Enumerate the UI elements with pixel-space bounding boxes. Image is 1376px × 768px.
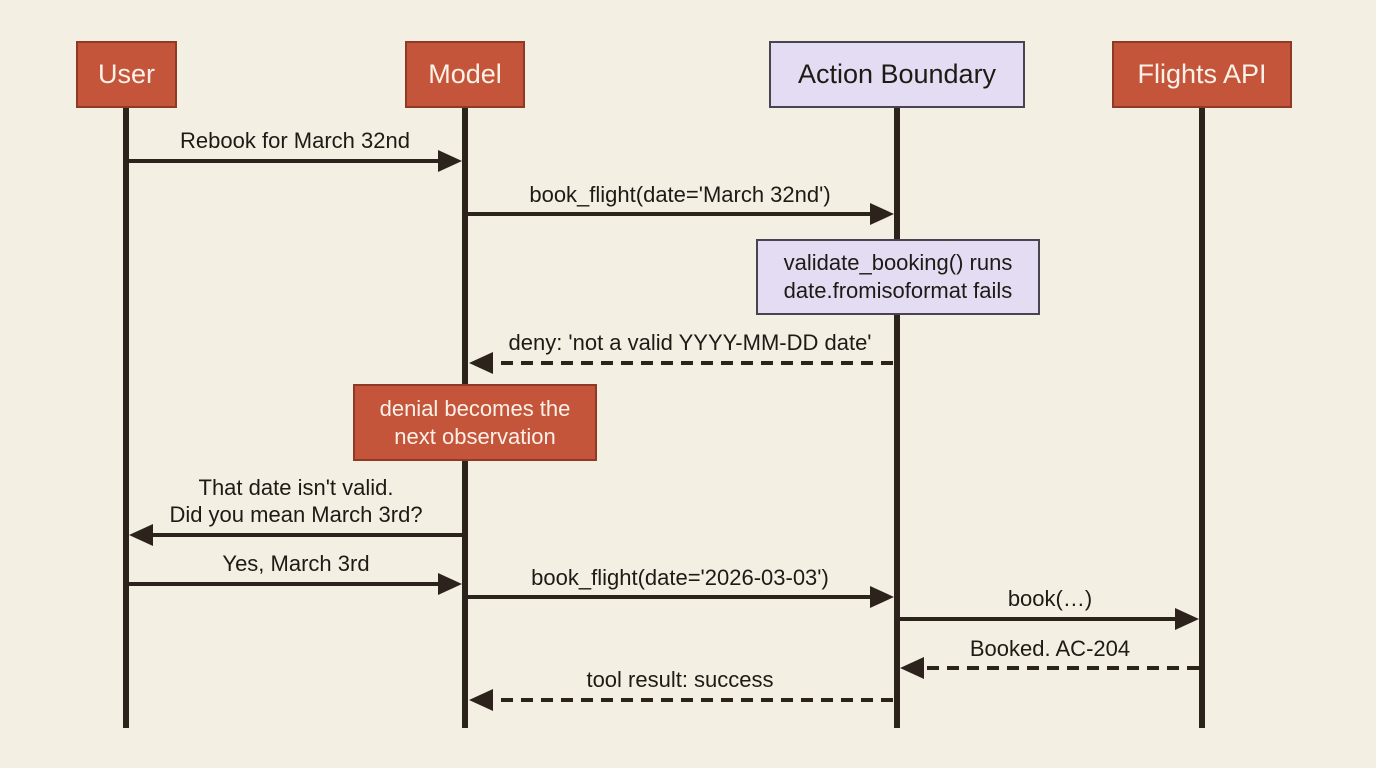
arrow-m3: [469, 352, 893, 374]
arrow-m6: [468, 586, 894, 608]
user-lifeline: [123, 108, 129, 728]
boundary-lifeline: [894, 108, 900, 728]
arrow-m7: [900, 608, 1199, 630]
message-m7-label: book(…): [1007, 586, 1093, 611]
message-m5-label: Yes, March 3rd: [222, 551, 370, 576]
message-m4-label-line1: That date isn't valid.: [198, 475, 394, 500]
arrow-m5: [129, 573, 462, 595]
actor-action-boundary: Action Boundary: [769, 41, 1025, 108]
message-m3-label: deny: 'not a valid YYYY-MM-DD date': [508, 330, 872, 355]
validate-note: validate_booking() runs date.fromisoform…: [756, 239, 1040, 315]
actor-flights-api: Flights API: [1112, 41, 1292, 108]
message-m4-label-line2: Did you mean March 3rd?: [169, 502, 423, 527]
validate-note-line1: validate_booking() runs: [783, 250, 1013, 275]
message-m9-label: tool result: success: [586, 667, 774, 692]
denial-note: denial becomes the next observation: [353, 384, 597, 461]
denial-note-line1: denial becomes the: [379, 395, 571, 421]
actor-model-label: Model: [428, 59, 502, 89]
arrow-m1: [129, 150, 462, 172]
message-m6-label: book_flight(date='2026-03-03'): [531, 565, 829, 590]
actor-model: Model: [405, 41, 525, 108]
actor-api-label: Flights API: [1137, 59, 1267, 89]
actor-user-label: User: [97, 59, 155, 89]
actor-user: User: [76, 41, 177, 108]
message-m2-label: book_flight(date='March 32nd'): [529, 182, 831, 207]
denial-note-line2: next observation: [394, 423, 556, 449]
validate-note-line2: date.fromisoformat fails: [783, 278, 1013, 303]
arrow-m2: [468, 203, 894, 225]
arrow-m4: [129, 524, 462, 546]
actor-boundary-label: Action Boundary: [797, 59, 997, 89]
arrow-m8: [900, 657, 1199, 679]
message-m8-label: Booked. AC-204: [969, 636, 1131, 661]
api-lifeline: [1199, 108, 1205, 728]
arrow-m9: [469, 689, 893, 711]
message-m1-label: Rebook for March 32nd: [180, 128, 410, 153]
